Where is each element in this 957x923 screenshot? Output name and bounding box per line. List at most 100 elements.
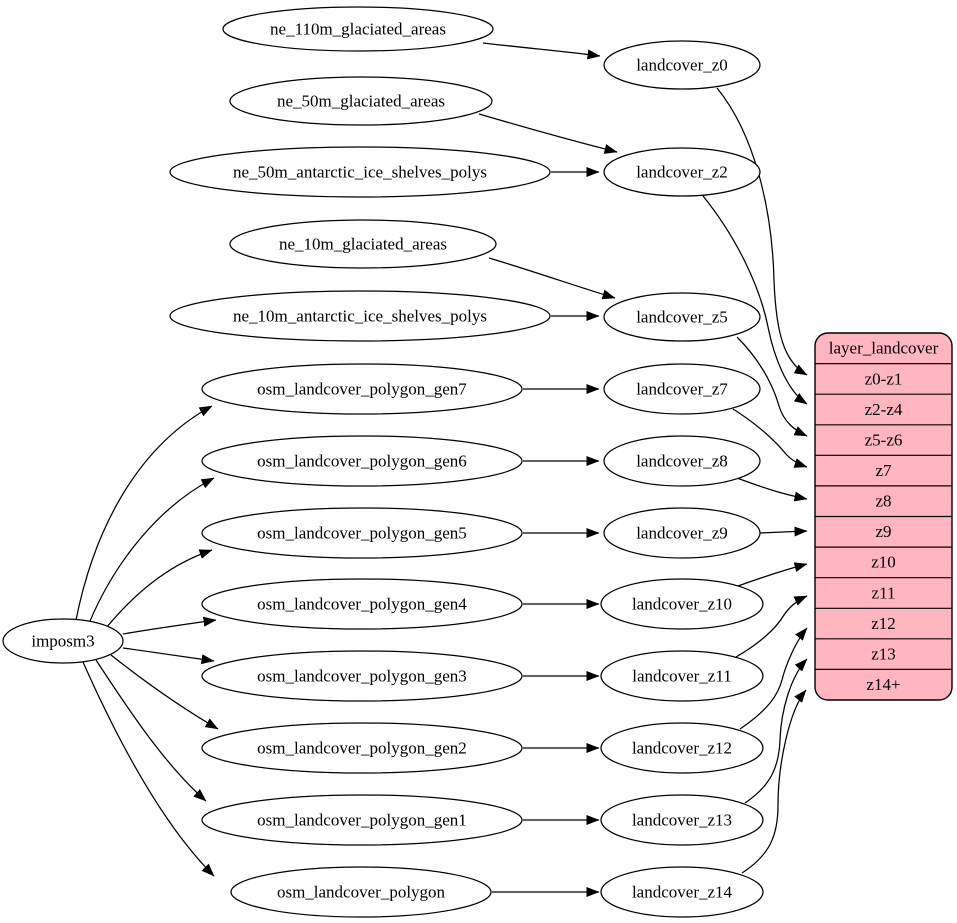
node-landcover-z0: landcover_z0 bbox=[603, 40, 761, 90]
table-row-z9: z9 bbox=[875, 522, 891, 541]
node-ellipse bbox=[603, 292, 761, 342]
node-label: landcover_z9 bbox=[636, 524, 728, 543]
edges-source-to-stage bbox=[478, 42, 618, 897]
node-ellipse bbox=[600, 578, 764, 630]
table-row-z8: z8 bbox=[875, 492, 891, 511]
edge-z11-to-row-z11 bbox=[735, 595, 808, 658]
edge-z7-to-row-z7 bbox=[732, 408, 808, 468]
edge-imposm3-to-gen4 bbox=[122, 616, 217, 635]
node-osm-landcover-polygon-gen6: osm_landcover_polygon_gen6 bbox=[201, 435, 523, 487]
node-label: landcover_z10 bbox=[632, 595, 732, 614]
node-label: osm_landcover_polygon_gen5 bbox=[257, 524, 467, 543]
edges-imposm3-fanout bbox=[75, 405, 219, 877]
node-ellipse bbox=[603, 435, 761, 487]
node-label: ne_10m_antarctic_ice_shelves_polys bbox=[233, 307, 487, 326]
edge-imposm3-to-gen6 bbox=[89, 477, 215, 622]
node-landcover-z7: landcover_z7 bbox=[603, 363, 761, 415]
node-osm-landcover-polygon-gen7: osm_landcover_polygon_gen7 bbox=[201, 363, 523, 415]
node-label: landcover_z14 bbox=[632, 883, 733, 902]
node-label: landcover_z2 bbox=[636, 163, 728, 182]
node-ellipse bbox=[600, 866, 764, 918]
node-osm-landcover-polygon-gen1: osm_landcover_polygon_gen1 bbox=[201, 794, 523, 846]
node-label: osm_landcover_polygon bbox=[277, 883, 446, 902]
node-ellipse bbox=[603, 147, 761, 197]
edge-ne50m-glaciated-to-z2 bbox=[478, 113, 618, 154]
node-label: landcover_z7 bbox=[636, 380, 728, 399]
edge-z10-to-row-z10 bbox=[737, 562, 808, 587]
node-landcover-z8: landcover_z8 bbox=[603, 435, 761, 487]
node-ellipse bbox=[201, 578, 523, 630]
node-ellipse bbox=[201, 650, 523, 702]
edge-imposm3-to-gen1 bbox=[95, 659, 207, 802]
node-ellipse bbox=[600, 722, 764, 774]
edge-z8-to-row-z8 bbox=[736, 477, 808, 502]
node-ellipse bbox=[201, 363, 523, 415]
table-row-z7: z7 bbox=[875, 461, 892, 480]
node-osm-landcover-polygon-gen2: osm_landcover_polygon_gen2 bbox=[201, 722, 523, 774]
node-label: landcover_z13 bbox=[632, 811, 732, 830]
node-label: landcover_z8 bbox=[636, 452, 728, 471]
node-ellipse bbox=[229, 219, 497, 269]
node-landcover-z13: landcover_z13 bbox=[600, 794, 764, 846]
node-label: osm_landcover_polygon_gen6 bbox=[257, 452, 467, 471]
edges-stage-to-table bbox=[702, 87, 808, 874]
edge-z13-to-row-z13 bbox=[744, 658, 808, 804]
node-label: ne_50m_glaciated_areas bbox=[277, 92, 445, 111]
node-label: ne_110m_glaciated_areas bbox=[270, 20, 446, 39]
edge-imposm3-to-gen5 bbox=[105, 549, 213, 629]
edge-z9-to-row-z9 bbox=[758, 526, 808, 537]
node-label: ne_10m_glaciated_areas bbox=[279, 235, 447, 254]
node-landcover-z2: landcover_z2 bbox=[603, 147, 761, 197]
node-osm-landcover-polygon: osm_landcover_polygon bbox=[230, 866, 492, 918]
node-ellipse bbox=[201, 794, 523, 846]
node-imposm3: imposm3 bbox=[2, 618, 124, 664]
node-ellipse bbox=[600, 650, 764, 702]
node-landcover-z14: landcover_z14 bbox=[600, 866, 764, 918]
node-ellipse bbox=[2, 618, 124, 664]
node-ellipse bbox=[229, 76, 493, 126]
node-label: osm_landcover_polygon_gen7 bbox=[257, 380, 467, 399]
node-ne-10m-glaciated-areas: ne_10m_glaciated_areas bbox=[229, 219, 497, 269]
node-ne-110m-glaciated-areas: ne_110m_glaciated_areas bbox=[222, 6, 494, 52]
node-label: ne_50m_antarctic_ice_shelves_polys bbox=[233, 163, 487, 182]
node-ellipse bbox=[603, 40, 761, 90]
edge-z5-to-row-z5-z6 bbox=[736, 336, 808, 437]
node-label: osm_landcover_polygon_gen3 bbox=[257, 667, 467, 686]
table-row-z12: z12 bbox=[871, 614, 896, 633]
table-row-z10: z10 bbox=[871, 553, 896, 572]
node-label: osm_landcover_polygon_gen1 bbox=[257, 811, 467, 830]
node-ellipse bbox=[169, 146, 551, 198]
node-osm-landcover-polygon-gen5: osm_landcover_polygon_gen5 bbox=[201, 507, 523, 559]
node-ellipse bbox=[201, 435, 523, 487]
edge-imposm3-to-polygon bbox=[82, 661, 215, 877]
node-osm-landcover-polygon-gen4: osm_landcover_polygon_gen4 bbox=[201, 578, 523, 630]
edge-z0-to-row-z0-z1 bbox=[716, 87, 808, 376]
node-ellipse bbox=[201, 507, 523, 559]
node-label: landcover_z11 bbox=[632, 667, 731, 686]
node-label: osm_landcover_polygon_gen2 bbox=[257, 739, 467, 758]
node-ellipse bbox=[603, 363, 761, 415]
node-ellipse bbox=[201, 722, 523, 774]
layer-landcover-table: layer_landcover z0-z1 z2-z4 z5-z6 z7 z8 … bbox=[814, 332, 953, 701]
node-label: osm_landcover_polygon_gen4 bbox=[257, 595, 467, 614]
node-label: landcover_z12 bbox=[632, 739, 732, 758]
table-row-z14plus: z14+ bbox=[866, 675, 900, 694]
edge-imposm3-to-gen7 bbox=[75, 405, 213, 621]
node-landcover-z5: landcover_z5 bbox=[603, 292, 761, 342]
node-ellipse bbox=[603, 507, 761, 559]
edge-ne110m-to-z0 bbox=[482, 42, 601, 60]
table-title: layer_landcover bbox=[829, 339, 939, 358]
node-landcover-z9: landcover_z9 bbox=[603, 507, 761, 559]
node-ellipse bbox=[169, 290, 551, 342]
node-ne-50m-antarctic-ice-shelves-polys: ne_50m_antarctic_ice_shelves_polys bbox=[169, 146, 551, 198]
node-landcover-z12: landcover_z12 bbox=[600, 722, 764, 774]
node-ellipse bbox=[222, 6, 494, 52]
node-landcover-z11: landcover_z11 bbox=[600, 650, 764, 702]
node-ne-50m-glaciated-areas: ne_50m_glaciated_areas bbox=[229, 76, 493, 126]
table-row-z11: z11 bbox=[872, 584, 896, 603]
node-label: imposm3 bbox=[31, 632, 94, 651]
edge-ne10m-glaciated-to-z5 bbox=[488, 257, 616, 300]
edge-imposm3-to-gen2 bbox=[110, 654, 219, 730]
